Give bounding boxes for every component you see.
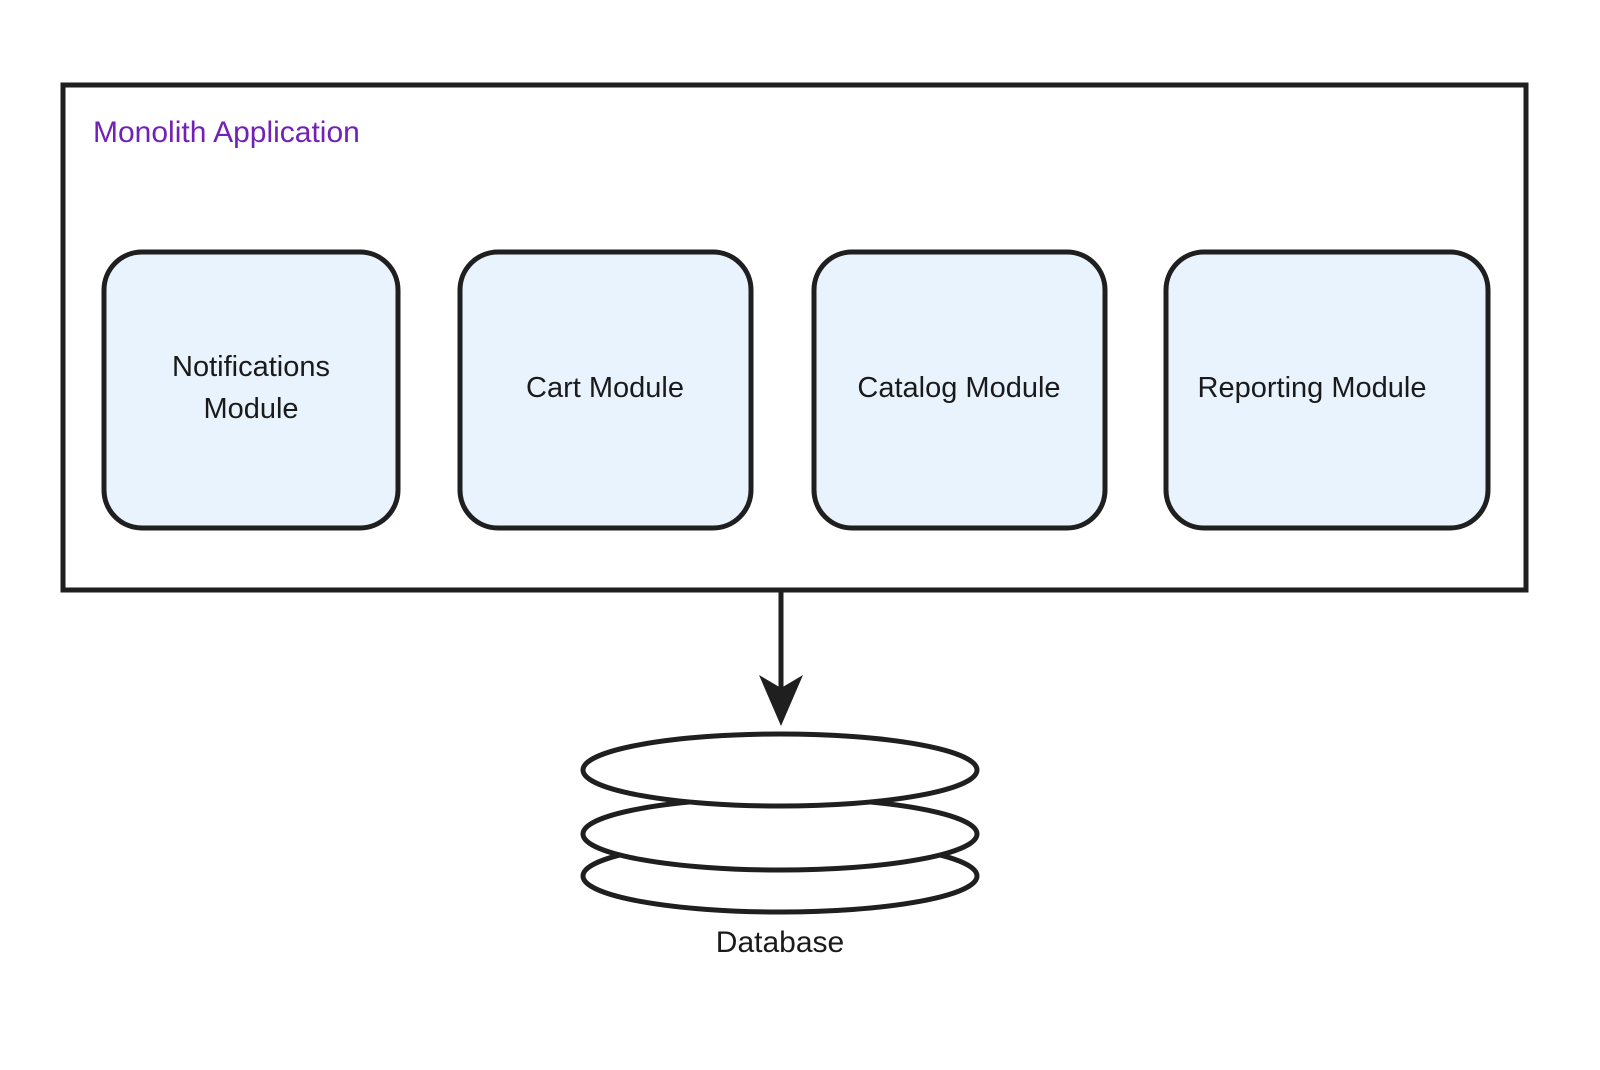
edge-monolith-to-database[interactable] xyxy=(759,590,803,726)
module-cart-label: Cart Module xyxy=(526,372,684,404)
module-notifications-label-line1: Notifications xyxy=(172,351,330,383)
edge-monolith-to-database-arrowhead xyxy=(759,675,803,726)
module-reporting-label: Reporting Module xyxy=(1198,372,1427,404)
module-reporting-rect xyxy=(1163,249,1491,531)
database-disc-top xyxy=(580,731,980,809)
module-notifications[interactable]: Notifications Module xyxy=(101,249,401,531)
module-cart[interactable]: Cart Module xyxy=(457,249,754,531)
module-notifications-rect xyxy=(101,249,401,531)
database-disc-middle xyxy=(580,795,980,873)
module-catalog-rect xyxy=(811,249,1108,531)
module-catalog[interactable]: Catalog Module xyxy=(811,249,1108,531)
monolith-container-title: Monolith Application xyxy=(93,116,360,149)
module-cart-rect xyxy=(457,249,754,531)
module-notifications-label-line2: Module xyxy=(203,393,298,425)
database-label: Database xyxy=(716,926,844,959)
database-node[interactable]: Database xyxy=(580,731,980,959)
module-catalog-label: Catalog Module xyxy=(857,372,1060,404)
module-reporting[interactable]: Reporting Module xyxy=(1163,249,1491,531)
